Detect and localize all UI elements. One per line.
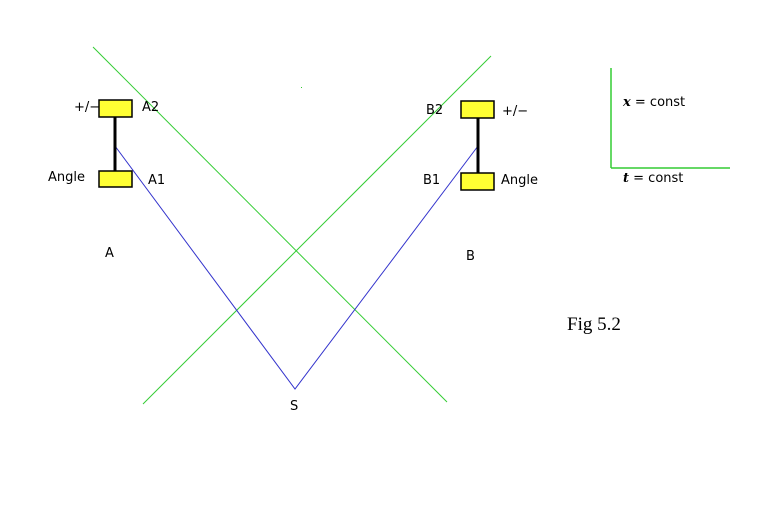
green-line-descending <box>92 46 448 403</box>
label-a-angle: Angle <box>48 170 85 185</box>
blue-signal-path <box>114 145 479 390</box>
label-x-const: x = const <box>623 96 685 109</box>
label-b-angle: Angle <box>501 173 538 188</box>
label-b-plus-minus: +/− <box>502 104 529 119</box>
label-x-rest: = const <box>630 95 686 110</box>
figure-caption: Fig 5.2 <box>567 314 621 335</box>
label-b2: B2 <box>426 103 444 118</box>
label-a: A <box>105 246 114 261</box>
stray-dot <box>301 87 302 88</box>
label-a2: A2 <box>142 100 160 115</box>
label-t-const: t = const <box>623 172 683 185</box>
detector-b2-box <box>460 100 495 119</box>
detector-a1-box <box>98 170 133 188</box>
detector-a2-box <box>98 99 133 118</box>
detector-b1-box <box>460 172 495 191</box>
green-line-ascending <box>142 55 492 405</box>
label-s: S <box>290 399 299 414</box>
label-b1: B1 <box>423 173 441 188</box>
label-a1: A1 <box>148 173 166 188</box>
label-t-rest: = const <box>629 171 684 186</box>
label-a-plus-minus: +/− <box>74 100 101 115</box>
label-t-var: t <box>623 171 630 186</box>
label-x-var: x <box>623 95 631 110</box>
label-b: B <box>466 249 475 264</box>
